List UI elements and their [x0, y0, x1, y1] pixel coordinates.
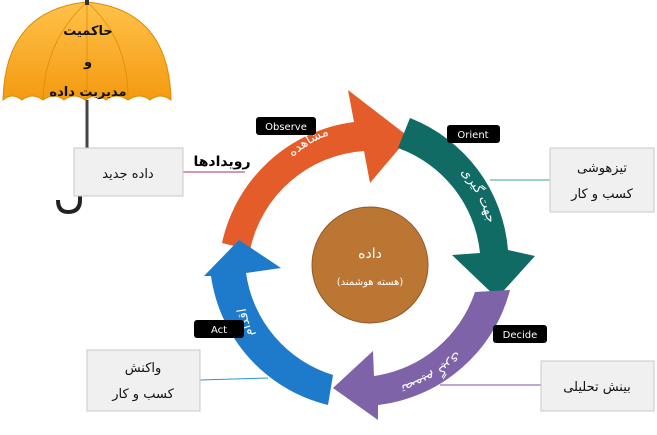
decide-tag: Decide	[493, 325, 547, 343]
bi-line1: تیزهوشی	[577, 161, 627, 176]
umbrella-line1: حاکمیت	[63, 24, 113, 39]
center-core: داده (هسته هوشمند)	[311, 206, 429, 324]
analytics-insight-box: بینش تحلیلی	[540, 360, 655, 412]
events-label: رویدادها	[193, 154, 250, 170]
reaction-line1: واکنش	[125, 361, 162, 376]
observe-tag: Observe	[256, 117, 316, 135]
observe-arrow	[222, 90, 409, 250]
orient-arrow	[398, 118, 535, 298]
svg-text:Observe: Observe	[265, 122, 307, 133]
umbrella-icon	[2, 0, 172, 215]
umbrella-line2: و	[83, 55, 92, 70]
svg-text:Decide: Decide	[503, 330, 538, 341]
orient-tag: Orient	[447, 125, 500, 143]
act-arrow	[204, 240, 333, 405]
center-title: داده	[358, 246, 382, 262]
analytics-label: بینش تحلیلی	[563, 380, 631, 395]
umbrella-line3: مدیریت داده	[49, 85, 126, 100]
business-intelligence-box: تیزهوشی کسب و کار	[549, 147, 655, 213]
center-subtitle: (هسته هوشمند)	[337, 277, 404, 288]
new-data-label: داده جدید	[102, 167, 154, 182]
svg-text:Act: Act	[211, 325, 227, 336]
connector-reaction	[199, 377, 269, 381]
bi-line2: کسب و کار	[570, 187, 633, 202]
reaction-line2: کسب و کار	[111, 387, 174, 402]
new-data-box: داده جدید	[73, 147, 184, 197]
business-reaction-box: واکنش کسب و کار	[86, 349, 201, 412]
act-tag: Act	[194, 320, 244, 338]
svg-text:Orient: Orient	[457, 130, 488, 141]
decide-arrow	[333, 290, 510, 420]
